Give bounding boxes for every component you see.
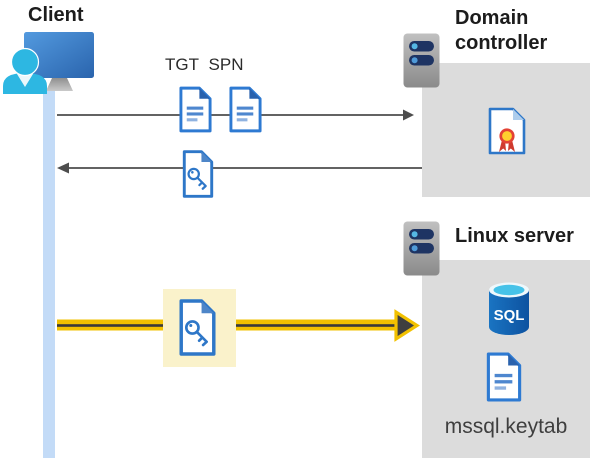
auth-yellow-arrow bbox=[57, 309, 420, 342]
client-lifeline bbox=[43, 90, 55, 458]
tgt-label: TGT bbox=[165, 55, 199, 74]
key-file-icon-auth bbox=[179, 299, 216, 356]
response-arrow bbox=[57, 162, 422, 174]
key-file-icon-return bbox=[182, 150, 214, 198]
person-head bbox=[10, 47, 40, 77]
client-label: Client bbox=[28, 4, 84, 26]
keytab-filename-label: mssql.keytab bbox=[444, 415, 568, 438]
client-workstation-icon bbox=[3, 32, 94, 94]
keytab-document-icon bbox=[486, 352, 522, 402]
linux-server-label: Linux server bbox=[455, 225, 574, 247]
monitor-screen bbox=[24, 32, 94, 78]
sql-icon-label: SQL bbox=[494, 307, 525, 324]
tgt-document-icon bbox=[179, 86, 212, 133]
domain-controller-label: Domain controller bbox=[455, 7, 548, 54]
spn-label: SPN bbox=[208, 55, 244, 74]
certificate-icon bbox=[488, 107, 526, 155]
spn-document-icon bbox=[229, 86, 262, 133]
monitor-stand bbox=[46, 78, 73, 91]
sql-database-icon: SQL bbox=[489, 282, 529, 335]
person-collar bbox=[17, 74, 33, 87]
linux-server-icon bbox=[403, 221, 440, 276]
domain-controller-server-icon bbox=[403, 33, 440, 88]
